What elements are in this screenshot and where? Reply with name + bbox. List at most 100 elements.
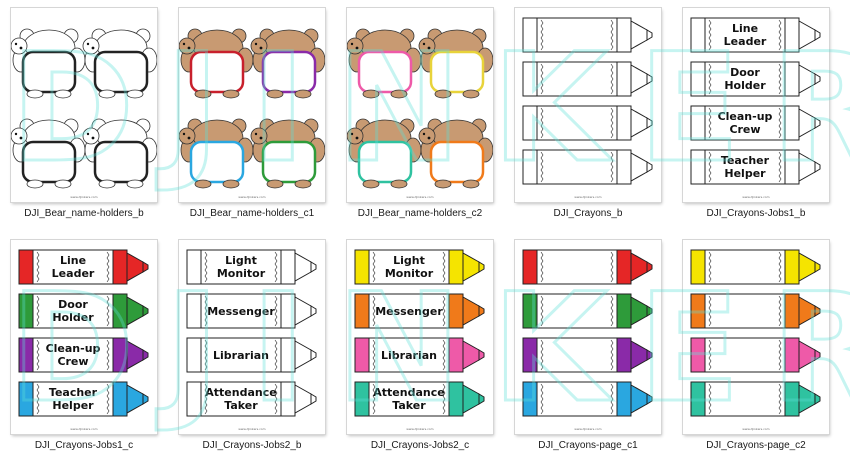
file-caption[interactable]: DJI_Bear_name-holders_c2 <box>357 208 483 219</box>
crayon-point <box>646 29 653 41</box>
crayon-zigzag <box>204 251 208 283</box>
crayon-body <box>186 293 296 329</box>
crayon-tip <box>126 252 144 282</box>
crayon-tip <box>294 340 312 370</box>
crayon-band-right <box>280 337 296 373</box>
crayon-zigzag <box>106 251 110 283</box>
crayon-point <box>646 305 653 317</box>
crayon-job-label: Holder <box>724 79 766 92</box>
name-frame <box>93 140 149 184</box>
crayon-point <box>646 117 653 129</box>
crayon-band-left <box>18 249 34 285</box>
crayon-zigzag <box>540 295 544 327</box>
crayon-zigzag <box>610 251 614 283</box>
crayon-zigzag <box>610 107 614 139</box>
crayon-point <box>478 349 485 361</box>
crayon-zigzag <box>540 383 544 415</box>
name-frame <box>189 50 245 94</box>
crayon-band-right <box>784 105 800 141</box>
crayon-band-left <box>690 249 706 285</box>
crayon-band-right <box>784 249 800 285</box>
crayon-point <box>814 161 821 173</box>
file-caption[interactable]: DJI_Crayons-Jobs2_b <box>202 440 302 451</box>
file-thumbnail[interactable]: www.djinkers.com <box>179 8 325 202</box>
bear-face <box>418 127 436 145</box>
crayon-zigzag <box>610 383 614 415</box>
crayon-job-label: Messenger <box>375 305 443 318</box>
crayon-zigzag <box>372 295 376 327</box>
crayon-zigzag <box>540 339 544 371</box>
file-caption[interactable]: DJI_Bear_name-holders_b <box>24 208 144 219</box>
crayon-job-label: Holder <box>52 311 94 324</box>
crayon-band-left <box>690 61 706 97</box>
crayon-tip <box>630 108 648 138</box>
crayon-zigzag <box>778 295 782 327</box>
crayon-zigzag <box>708 107 712 139</box>
file-caption[interactable]: DJI_Crayons-Jobs1_c <box>34 440 134 451</box>
crayon-band-left <box>354 381 370 417</box>
crayon <box>522 337 653 373</box>
bear-foot <box>362 179 380 189</box>
file-caption[interactable]: DJI_Crayons-page_c2 <box>706 440 806 451</box>
crayon-point <box>646 73 653 85</box>
site-footer: www.djinkers.com <box>742 427 769 431</box>
crayon-zigzag <box>610 339 614 371</box>
file-thumbnail[interactable]: www.djinkers.com <box>683 240 829 434</box>
file-thumbnail[interactable]: www.djinkers.com <box>515 8 661 202</box>
bear-nose-icon <box>19 46 23 50</box>
crayon-zigzag <box>540 19 544 51</box>
site-footer: www.djinkers.com <box>574 427 601 431</box>
file-thumbnail[interactable]: www.djinkers.com <box>515 240 661 434</box>
thumbnail-image: LightMonitorMessengerLibrarianAttendance… <box>354 249 485 431</box>
crayon-point <box>646 261 653 273</box>
crayon-zigzag <box>274 295 278 327</box>
crayon-point <box>478 261 485 273</box>
crayon-tip <box>630 64 648 94</box>
crayon-point <box>478 393 485 405</box>
crayon-band-left <box>522 337 538 373</box>
file-caption[interactable]: DJI_Crayons-page_c1 <box>538 440 638 451</box>
crayon-job-label: Light <box>393 254 425 267</box>
file-thumbnail[interactable]: www.djinkers.com <box>11 8 157 202</box>
crayon-band-right <box>784 381 800 417</box>
bear-foot <box>194 89 212 99</box>
file-caption[interactable]: DJI_Crayons-Jobs2_c <box>370 440 470 451</box>
name-frame <box>261 50 317 94</box>
file-thumbnail[interactable]: www.djinkers.com <box>347 8 493 202</box>
crayon-job-label: Monitor <box>217 267 266 280</box>
thumbnail-image: LineLeaderDoorHolderClean-upCrewTeacherH… <box>18 249 149 431</box>
crayon-tip <box>630 340 648 370</box>
crayon-tip <box>630 296 648 326</box>
crayon-job-label: Helper <box>724 167 766 180</box>
bear-foot <box>194 179 212 189</box>
crayon <box>690 337 821 373</box>
crayon-job-label: Attendance <box>205 386 276 399</box>
crayon-band-left <box>690 105 706 141</box>
file-caption[interactable]: DJI_Bear_name-holders_c1 <box>189 208 315 219</box>
bear-eye-icon <box>182 42 186 46</box>
crayon: Messenger <box>186 293 317 329</box>
file-caption[interactable]: DJI_Crayons_b <box>553 208 623 219</box>
crayon-job-label: Crew <box>729 123 760 136</box>
file-caption[interactable]: DJI_Crayons-Jobs1_b <box>706 208 806 219</box>
crayon-zigzag <box>442 383 446 415</box>
crayon <box>690 293 821 329</box>
crayon-body <box>522 17 632 53</box>
bear-eye-icon <box>86 132 90 136</box>
